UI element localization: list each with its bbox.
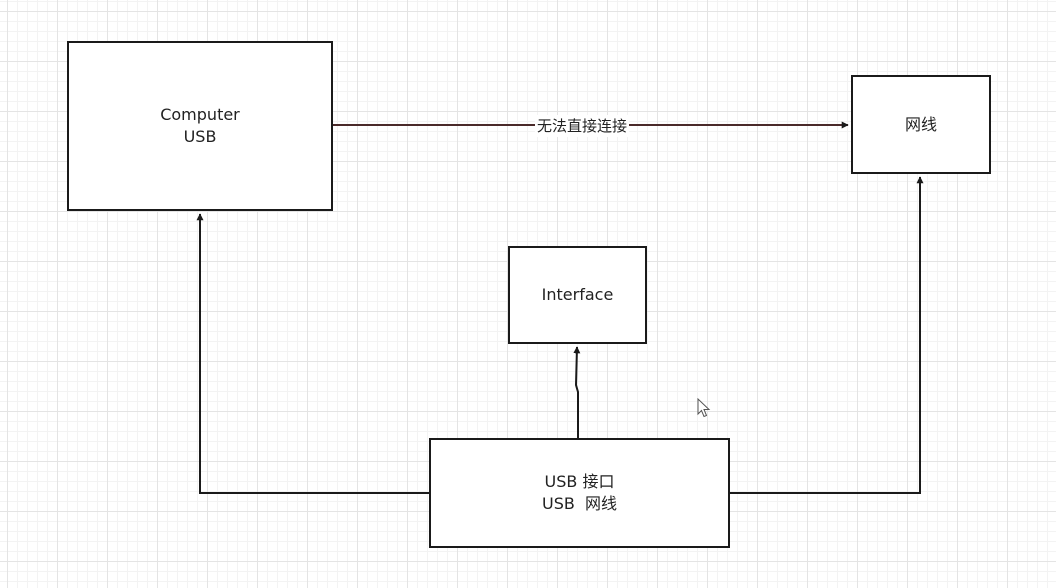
edge-label-no-direct-connection: 无法直接连接 bbox=[535, 115, 630, 137]
edge-usb-to-interface bbox=[573, 346, 581, 438]
edge-usb-to-computer bbox=[196, 213, 429, 494]
usb-adapter-node-line-2: USB 网线 bbox=[541, 494, 618, 513]
computer-node-line-1: Computer bbox=[160, 105, 240, 124]
computer-node-line-2: USB bbox=[183, 127, 217, 146]
network-cable-node[interactable]: 网线 bbox=[851, 75, 991, 174]
mouse-pointer-icon bbox=[697, 398, 711, 418]
interface-node[interactable]: Interface bbox=[508, 246, 647, 344]
edge-usb-to-network bbox=[730, 176, 924, 494]
usb-adapter-node-line-1: USB 接口 bbox=[544, 472, 615, 491]
network-cable-node-label: 网线 bbox=[904, 114, 937, 134]
computer-node[interactable]: Computer USB bbox=[67, 41, 333, 211]
usb-adapter-node[interactable]: USB 接口 USB 网线 bbox=[429, 438, 730, 548]
interface-node-label: Interface bbox=[541, 285, 614, 304]
